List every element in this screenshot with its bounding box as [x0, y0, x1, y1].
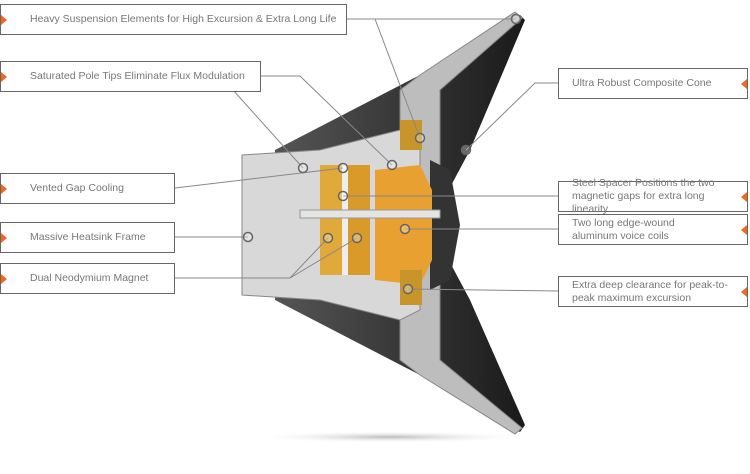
- callout-neodymium-magnet: Dual Neodymium Magnet: [0, 263, 175, 294]
- callout-label: Steel Spacer Positions the two magnetic …: [572, 177, 715, 215]
- callout-heatsink-frame: Massive Heatsink Frame: [0, 222, 175, 253]
- dust-cap: [430, 160, 460, 290]
- magnet-right: [345, 165, 370, 275]
- arrow-icon: [741, 191, 747, 202]
- callout-label: Extra deep clearance for peak-to-peak ma…: [572, 278, 728, 304]
- callout-label: Heavy Suspension Elements for High Excur…: [30, 13, 337, 25]
- arrow-icon: [741, 286, 747, 297]
- callout-steel-spacer: Steel Spacer Positions the two magnetic …: [558, 177, 748, 215]
- callout-composite-cone: Ultra Robust Composite Cone: [558, 68, 748, 99]
- arrow-icon: [1, 273, 7, 284]
- arrow-icon: [1, 232, 7, 243]
- arrow-icon: [1, 183, 7, 194]
- arrow-icon: [741, 78, 747, 89]
- callout-label: Vented Gap Cooling: [30, 182, 124, 194]
- floor-shadow: [250, 431, 530, 443]
- steel-spacer: [342, 165, 348, 275]
- callout-label: Saturated Pole Tips Eliminate Flux Modul…: [30, 70, 245, 82]
- gold-surround-bottom: [400, 270, 422, 305]
- callout-voice-coils: Two long edge-wound aluminum voice coils: [558, 214, 748, 245]
- arrow-icon: [1, 14, 7, 25]
- callout-saturated-pole-tips: Saturated Pole Tips Eliminate Flux Modul…: [0, 61, 261, 92]
- leader-lines: [174, 18, 559, 292]
- pole-piece: [299, 209, 441, 219]
- callout-label: Ultra Robust Composite Cone: [572, 77, 712, 89]
- magnet-left: [320, 165, 345, 275]
- callout-label: Two long edge-wound aluminum voice coils: [572, 216, 675, 242]
- callout-vented-gap-cooling: Vented Gap Cooling: [0, 173, 175, 204]
- arrow-icon: [1, 71, 7, 82]
- callout-markers: [242, 13, 522, 295]
- callout-deep-clearance: Extra deep clearance for peak-to-peak ma…: [558, 276, 748, 307]
- callout-heavy-suspension: Heavy Suspension Elements for High Excur…: [0, 4, 347, 35]
- callout-label: Massive Heatsink Frame: [30, 231, 146, 243]
- arrow-icon: [741, 224, 747, 235]
- callout-label: Dual Neodymium Magnet: [30, 272, 149, 284]
